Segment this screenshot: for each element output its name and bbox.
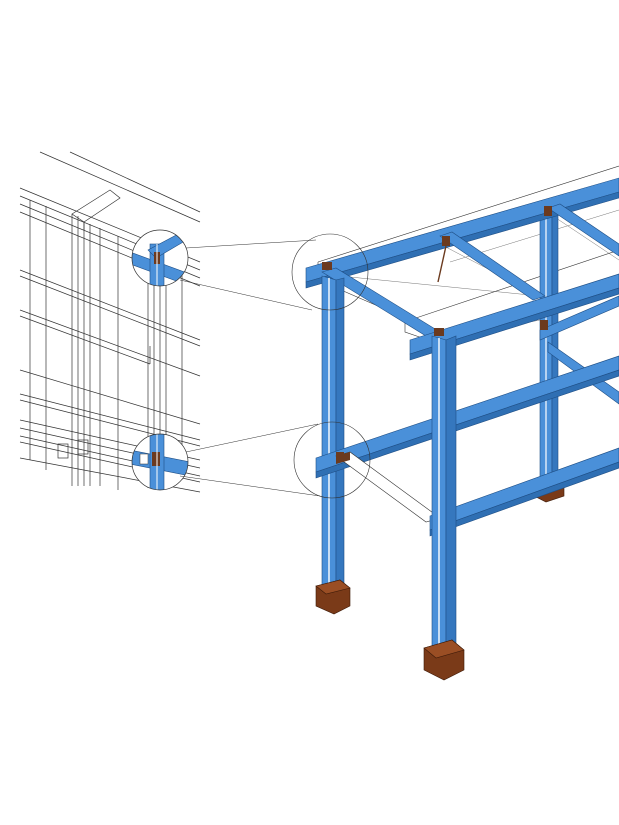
callout-top-connection — [131, 229, 189, 287]
beam-mid-cross — [335, 451, 441, 523]
column-front-left — [315, 275, 351, 615]
steel-frame — [305, 165, 619, 681]
beam-top-back — [409, 273, 619, 361]
callout-leader-lines — [179, 239, 321, 497]
callout-top-connection-enlarged — [291, 233, 369, 311]
callout-mid-connection-enlarged — [293, 421, 371, 499]
beam-mid-back — [429, 447, 619, 537]
column-front-right — [423, 335, 465, 681]
connector-plates — [322, 206, 552, 462]
beam-top-front — [305, 177, 619, 289]
hanger-rod — [437, 245, 447, 283]
beam-mid-front — [315, 355, 619, 479]
callout-mid-connection — [131, 433, 189, 491]
